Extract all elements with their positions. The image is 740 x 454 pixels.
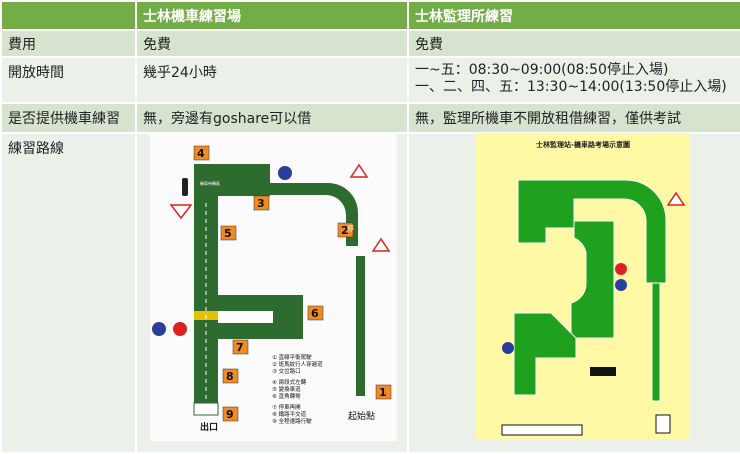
header-shilin-dmv: 士林監理所練習	[407, 0, 740, 31]
legend-item: ⑤ 變換車道	[272, 385, 301, 393]
station-6	[307, 305, 324, 321]
station-2	[337, 222, 354, 238]
cell: 幾乎24小時	[135, 56, 409, 104]
exit-label: 出口	[200, 421, 218, 433]
cell: 一~五：08:30~09:00(08:50停止入場) 一、二、四、五：13:30…	[407, 56, 740, 104]
table-row-motorcycle: 是否提供機車練習 無，旁邊有goshare可以借 無，監理所機車不開放租借練習，…	[0, 102, 740, 134]
station-number: 1	[379, 386, 387, 399]
header-shilin-practice-field: 士林機車練習場	[135, 0, 409, 31]
legend-item: ① 直線平衡駕駛	[272, 353, 312, 361]
row-label: 開放時間	[0, 56, 137, 104]
legend-item: ⑧ 鐵路平交道	[272, 410, 307, 418]
legend-item: ⑨ 全程遵路行駛	[272, 417, 312, 425]
station-number: 6	[311, 307, 319, 320]
map-legend-box	[501, 424, 583, 436]
station-4	[193, 145, 210, 161]
dmv-test-map: 士林監理站-機車路考場示意圖	[476, 133, 690, 439]
map-title: 士林監理站-機車路考場示意圖	[536, 140, 630, 149]
row-label: 是否提供機車練習	[0, 102, 137, 134]
stop-sign-icon	[173, 322, 187, 336]
traffic-light-icon	[182, 178, 188, 196]
station-number: 9	[226, 408, 234, 421]
station-7	[232, 339, 249, 355]
pedestrian-sign-icon	[371, 237, 391, 252]
station-number: 4	[197, 147, 205, 160]
legend-item: ⑦ 停車再開	[272, 403, 301, 411]
cell: 免費	[407, 29, 740, 58]
start-label: 起始點	[348, 410, 375, 422]
parking-sign-icon	[502, 342, 514, 354]
station-9	[222, 406, 239, 422]
station-1	[375, 384, 392, 400]
station-number: 8	[226, 370, 234, 383]
station-8	[222, 368, 239, 384]
row-label: 費用	[0, 29, 137, 58]
legend-item: ④ 兩段式左轉	[272, 378, 307, 386]
cell: 無，監理所機車不開放租借練習，僅供考試	[407, 102, 740, 134]
station-3	[253, 195, 270, 211]
direction-sign-icon	[152, 322, 166, 336]
legend-item: ⑥ 直角轉彎	[272, 392, 301, 400]
cell: 免費	[135, 29, 409, 58]
warning-sign-icon	[666, 191, 686, 206]
legend-item: ② 斑馬紋行人穿越道	[272, 360, 323, 368]
yield-sign-icon	[169, 204, 193, 220]
row-label: 練習路線	[0, 132, 137, 454]
warning-sign-icon	[349, 163, 369, 178]
start-box	[655, 414, 671, 434]
waiting-zone-label: 機車待轉區	[200, 180, 220, 186]
station-number: 5	[224, 227, 232, 240]
station-number: 3	[257, 197, 265, 210]
station-number: 2	[341, 224, 349, 237]
hours-line-1: 一~五：08:30~09:00(08:50停止入場)	[415, 62, 669, 78]
table-row-hours: 開放時間 幾乎24小時 一~五：08:30~09:00(08:50停止入場) 一…	[0, 56, 740, 104]
station-5	[220, 225, 237, 241]
stop-mark: 停	[347, 224, 354, 233]
turn-sign-icon	[278, 166, 292, 180]
table-row-fee: 費用 免費 免費	[0, 29, 740, 58]
practice-field-map: 1 2 3 4 5 6 7 8 9 機車待轉區 停 起始點 出口 ① 直線平衡駕…	[150, 133, 397, 441]
chevron-sign-icon	[590, 367, 616, 376]
legend-item: ③ 交岔路口	[272, 367, 301, 375]
header-row: 士林機車練習場 士林監理所練習	[0, 0, 740, 31]
stop-light-icon	[615, 263, 627, 275]
station-number: 7	[236, 341, 244, 354]
direction-sign-icon	[615, 279, 627, 291]
cell: 無，旁邊有goshare可以借	[135, 102, 409, 134]
header-empty	[0, 0, 137, 31]
hours-line-2: 一、二、四、五：13:30~14:00(13:50停止入場)	[415, 79, 727, 95]
